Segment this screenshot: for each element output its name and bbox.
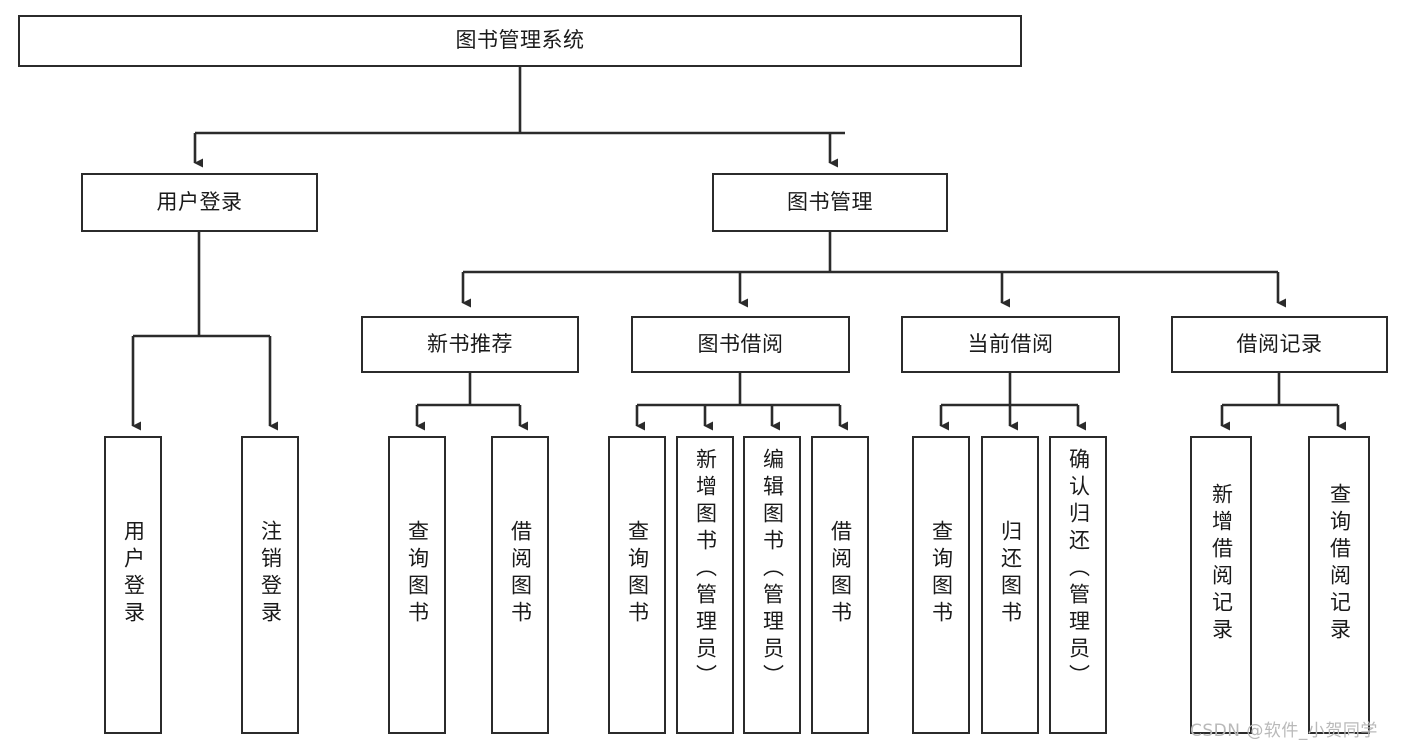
leaf-new-book-borrow[interactable]: 借阅图书 bbox=[491, 436, 549, 734]
leaf-borrow-edit-book-label: 编辑图书（管理员） bbox=[760, 448, 785, 691]
leaf-user-login-signout[interactable]: 注销登录 bbox=[241, 436, 299, 734]
leaf-new-book-query[interactable]: 查询图书 bbox=[388, 436, 446, 734]
leaf-current-query-book-label: 查询图书 bbox=[929, 520, 954, 628]
leaf-current-return-book[interactable]: 归还图书 bbox=[981, 436, 1039, 734]
leaf-borrow-query-book[interactable]: 查询图书 bbox=[608, 436, 666, 734]
leaf-user-login-signout-label: 注销登录 bbox=[258, 520, 283, 628]
leaf-current-return-book-label: 归还图书 bbox=[998, 520, 1023, 628]
node-root-label: 图书管理系统 bbox=[455, 28, 585, 53]
node-borrow-records-label: 借阅记录 bbox=[1236, 331, 1323, 356]
leaf-user-login-signin[interactable]: 用户登录 bbox=[104, 436, 162, 734]
node-book-borrow[interactable]: 图书借阅 bbox=[631, 316, 850, 373]
leaf-borrow-edit-book[interactable]: 编辑图书（管理员） bbox=[743, 436, 801, 734]
node-new-book-recommend[interactable]: 新书推荐 bbox=[361, 316, 579, 373]
leaf-new-book-borrow-label: 借阅图书 bbox=[508, 520, 533, 628]
leaf-user-login-signin-label: 用户登录 bbox=[121, 520, 146, 628]
leaf-current-query-book[interactable]: 查询图书 bbox=[912, 436, 970, 734]
node-book-management[interactable]: 图书管理 bbox=[712, 173, 948, 232]
node-book-borrow-label: 图书借阅 bbox=[697, 331, 784, 356]
leaf-borrow-query-book-label: 查询图书 bbox=[625, 520, 650, 628]
node-root[interactable]: 图书管理系统 bbox=[18, 15, 1022, 67]
node-current-borrow[interactable]: 当前借阅 bbox=[901, 316, 1120, 373]
node-borrow-records[interactable]: 借阅记录 bbox=[1171, 316, 1388, 373]
leaf-records-add-record[interactable]: 新增借阅记录 bbox=[1190, 436, 1252, 734]
node-new-book-recommend-label: 新书推荐 bbox=[427, 331, 513, 356]
leaf-current-confirm-return-label: 确认归还（管理员） bbox=[1066, 448, 1091, 691]
node-book-management-label: 图书管理 bbox=[787, 189, 873, 214]
csdn-watermark: CSDN @软件_小贺同学 bbox=[1190, 721, 1378, 741]
node-user-login[interactable]: 用户登录 bbox=[81, 173, 318, 232]
leaf-borrow-add-book[interactable]: 新增图书（管理员） bbox=[676, 436, 734, 734]
leaf-records-query-record[interactable]: 查询借阅记录 bbox=[1308, 436, 1370, 734]
leaf-new-book-query-label: 查询图书 bbox=[405, 520, 430, 628]
leaf-current-confirm-return[interactable]: 确认归还（管理员） bbox=[1049, 436, 1107, 734]
leaf-records-query-record-label: 查询借阅记录 bbox=[1327, 483, 1352, 645]
leaf-borrow-borrow-book[interactable]: 借阅图书 bbox=[811, 436, 869, 734]
leaf-borrow-borrow-book-label: 借阅图书 bbox=[828, 520, 853, 628]
leaf-borrow-add-book-label: 新增图书（管理员） bbox=[693, 448, 718, 691]
leaf-records-add-record-label: 新增借阅记录 bbox=[1209, 483, 1234, 645]
node-user-login-label: 用户登录 bbox=[156, 189, 243, 214]
node-current-borrow-label: 当前借阅 bbox=[967, 331, 1054, 356]
